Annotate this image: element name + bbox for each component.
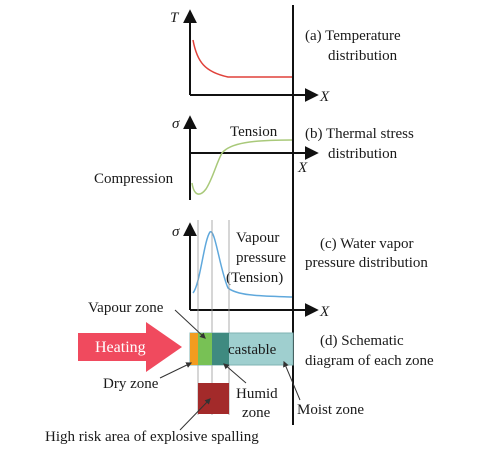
tension-label: Tension [230, 124, 278, 140]
moist-zone-label: Moist zone [297, 402, 364, 418]
vapour-label-line3: (Tension) [226, 270, 283, 286]
vapour-zone-label: Vapour zone [88, 300, 164, 316]
panel-a-x-symbol: X [319, 89, 330, 105]
panel-b-caption-line2: distribution [328, 146, 398, 162]
vapour-zone-pointer [174, 309, 206, 339]
panel-c: σ X Vapour pressure (Tension) (c) Water … [172, 222, 428, 320]
risk-pointer [179, 398, 211, 431]
panel-a: T X (a) Temperature distribution [170, 9, 401, 105]
humid-zone-label-line2: zone [242, 405, 271, 421]
dry-zone-rect [190, 333, 198, 365]
heating-label: Heating [95, 339, 146, 356]
risk-zone-rect [198, 383, 229, 414]
panel-a-y-symbol: T [170, 10, 180, 26]
panel-b-y-symbol: σ [172, 116, 180, 132]
vapour-label-line2: pressure [236, 250, 286, 266]
moist-zone-pointer [283, 360, 301, 401]
panel-c-y-symbol: σ [172, 224, 180, 240]
castable-label: castable [228, 342, 277, 358]
dry-zone-pointer [159, 362, 193, 379]
vapour-pressure-curve [192, 231, 293, 298]
humid-zone-pointer [223, 363, 247, 384]
compression-label: Compression [94, 171, 174, 187]
vapour-zone-rect [198, 333, 212, 365]
panel-c-x-symbol: X [319, 304, 330, 320]
panel-a-caption-line1: (a) Temperature [305, 28, 401, 44]
panel-d-caption-line1: (d) Schematic [320, 333, 404, 349]
panel-b-caption-line1: (b) Thermal stress [305, 126, 414, 142]
panel-c-caption-line1: (c) Water vapor [320, 236, 413, 252]
panel-b: σ X Tension Compression (b) Thermal stre… [94, 115, 414, 200]
humid-zone-label-line1: Humid [236, 386, 278, 402]
panel-d-caption-line2: diagram of each zone [305, 353, 434, 369]
humid-zone-rect [212, 333, 229, 365]
thermal-stress-curve [191, 139, 293, 195]
heating-arrow [78, 322, 182, 372]
temperature-curve [192, 39, 292, 78]
panel-a-caption-line2: distribution [328, 48, 398, 64]
panel-c-caption-line2: pressure distribution [305, 255, 428, 271]
panel-d: Heating castable Vapour zone Dry zone Hu… [45, 300, 434, 445]
risk-label: High risk area of explosive spalling [45, 429, 259, 445]
panel-b-x-symbol: X [297, 160, 308, 176]
vapour-label-line1: Vapour [236, 230, 279, 246]
dry-zone-label: Dry zone [103, 376, 159, 392]
